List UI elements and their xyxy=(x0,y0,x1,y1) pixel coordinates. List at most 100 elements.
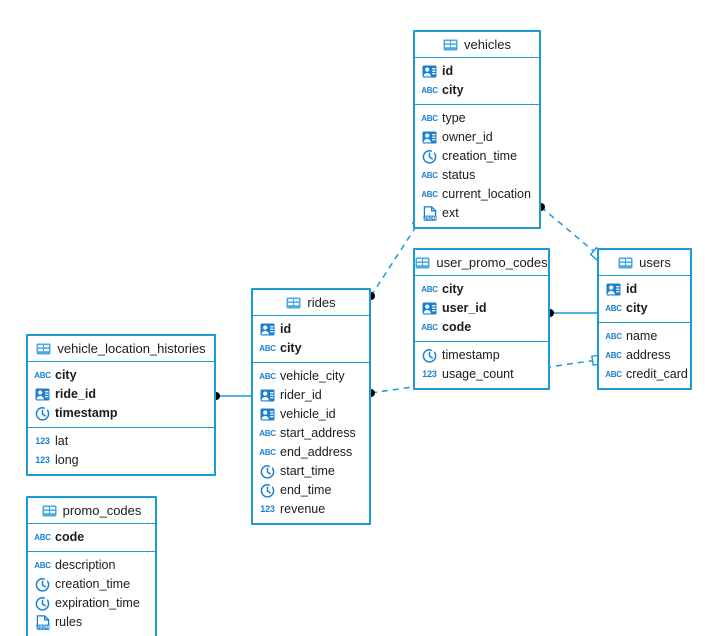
number-icon: 123 xyxy=(35,455,50,465)
field-row-vehicles-id[interactable]: id xyxy=(415,62,539,81)
abc-icon: ABC xyxy=(421,322,438,332)
field-row-vehicle_location_histories-long[interactable]: 123 long xyxy=(28,451,214,470)
edge-rides-to-vehicles[interactable] xyxy=(370,221,420,297)
number-icon: 123 xyxy=(35,436,50,446)
field-row-rides-start_time[interactable]: start_time xyxy=(253,462,369,481)
table-header-user_promo_codes[interactable]: user_promo_codes xyxy=(415,250,548,276)
field-row-rides-id[interactable]: id xyxy=(253,320,369,339)
clock-icon xyxy=(422,149,437,164)
field-label: long xyxy=(55,453,79,468)
clock-icon xyxy=(260,464,275,479)
field-row-users-id[interactable]: id xyxy=(599,280,690,299)
table-header-users[interactable]: users xyxy=(599,250,690,276)
abc-icon: ABC xyxy=(34,560,51,570)
abc-icon: ABC xyxy=(421,113,438,123)
field-row-rides-rider_id[interactable]: rider_id xyxy=(253,386,369,405)
field-label: address xyxy=(626,348,671,363)
field-row-promo_codes-creation_time[interactable]: creation_time xyxy=(28,575,155,594)
field-row-rides-vehicle_id[interactable]: vehicle_id xyxy=(253,405,369,424)
field-row-user_promo_codes-user_id[interactable]: user_id xyxy=(415,299,548,318)
table-header-promo_codes[interactable]: promo_codes xyxy=(28,498,155,524)
field-row-user_promo_codes-city[interactable]: ABC city xyxy=(415,280,548,299)
field-label: start_time xyxy=(280,464,335,479)
table-grid-icon xyxy=(36,341,51,356)
field-label: end_time xyxy=(280,483,332,498)
edge-users-to-vehicles[interactable] xyxy=(540,206,598,255)
abc-icon: ABC xyxy=(605,331,622,341)
table-header-rides[interactable]: rides xyxy=(253,290,369,316)
field-row-user_promo_codes-timestamp[interactable]: timestamp xyxy=(415,346,548,365)
key-person-icon xyxy=(422,64,437,79)
field-label: user_id xyxy=(442,301,487,316)
field-row-rides-revenue[interactable]: 123 revenue xyxy=(253,500,369,519)
table-header-vehicles[interactable]: vehicles xyxy=(415,32,539,58)
table-title: user_promo_codes xyxy=(436,255,548,270)
abc-icon: ABC xyxy=(421,284,438,294)
field-row-vehicle_location_histories-timestamp[interactable]: timestamp xyxy=(28,404,214,423)
clock-icon xyxy=(35,596,50,611)
field-label: ext xyxy=(442,206,459,221)
table-grid-icon xyxy=(42,503,57,518)
field-row-vehicle_location_histories-ride_id[interactable]: ride_id xyxy=(28,385,214,404)
field-label: usage_count xyxy=(442,367,514,382)
abc-icon: ABC xyxy=(259,428,276,438)
field-label: credit_card xyxy=(626,367,688,382)
field-label: code xyxy=(55,530,85,545)
key-person-icon xyxy=(35,387,50,402)
key-person-icon xyxy=(422,301,437,316)
field-row-vehicles-creation_time[interactable]: creation_time xyxy=(415,147,539,166)
field-label: revenue xyxy=(280,502,326,517)
field-row-promo_codes-expiration_time[interactable]: expiration_time xyxy=(28,594,155,613)
key-person-icon xyxy=(422,130,437,145)
field-row-rides-end_time[interactable]: end_time xyxy=(253,481,369,500)
field-label: name xyxy=(626,329,658,344)
field-label: ride_id xyxy=(55,387,96,402)
table-title: rides xyxy=(307,295,336,310)
field-label: status xyxy=(442,168,476,183)
table-grid-icon xyxy=(443,37,458,52)
table-title: promo_codes xyxy=(62,503,142,518)
abc-icon: ABC xyxy=(34,370,51,380)
table-header-vehicle_location_histories[interactable]: vehicle_location_histories xyxy=(28,336,214,362)
field-row-vehicles-owner_id[interactable]: owner_id xyxy=(415,128,539,147)
field-row-users-name[interactable]: ABC name xyxy=(599,327,690,346)
json-icon: JSON xyxy=(422,206,437,221)
field-row-vehicles-ext[interactable]: JSON ext xyxy=(415,204,539,223)
clock-icon xyxy=(422,348,437,363)
clock-icon xyxy=(35,577,50,592)
table-grid-icon xyxy=(286,295,301,310)
field-label: city xyxy=(442,282,464,297)
field-label: vehicle_city xyxy=(280,369,345,384)
number-icon: 123 xyxy=(260,504,275,514)
